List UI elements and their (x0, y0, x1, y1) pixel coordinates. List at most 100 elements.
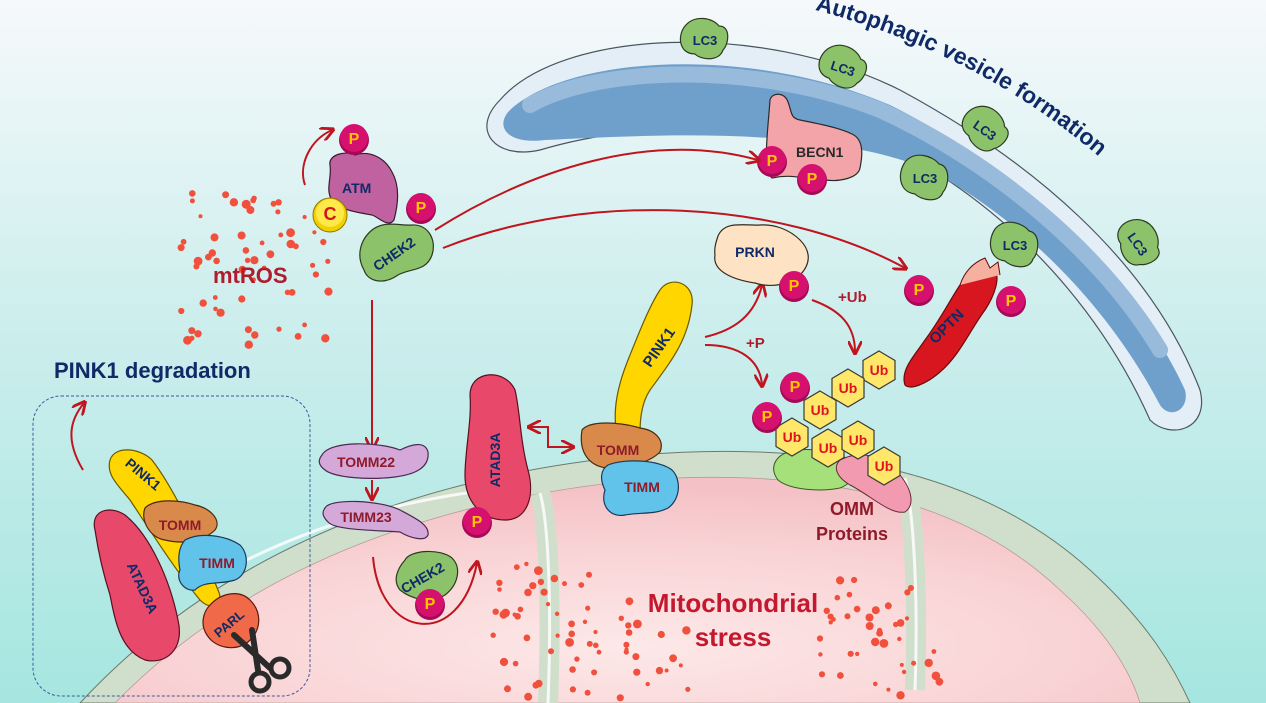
ros-particle (569, 666, 576, 673)
ros-particle (586, 571, 592, 578)
ros-particle (669, 654, 677, 663)
ros-particle (596, 649, 602, 655)
ros-particle (178, 307, 185, 315)
ubiquitin: Ub (811, 428, 845, 468)
atad3a-complex: ATAD3A P (462, 374, 572, 538)
ubiquitin: Ub (803, 390, 837, 430)
interaction-arrow (530, 427, 572, 447)
ros-particle (250, 256, 259, 265)
ros-particle (320, 238, 327, 246)
ros-particle (568, 620, 575, 628)
ros-particle (897, 636, 902, 642)
ros-particle (633, 619, 642, 629)
arrow-chek2-to-optn (442, 209, 905, 268)
ros-particle (302, 322, 307, 328)
ros-particle (284, 289, 291, 295)
ub-phospho-sites: P P (752, 372, 810, 433)
ros-particle (278, 232, 284, 238)
ros-particle (924, 658, 933, 668)
ubiquitin: Ub (831, 368, 865, 408)
ubiquitin-label: Ub (870, 362, 889, 378)
ros-particle (276, 326, 282, 332)
ubiquitin-label: Ub (811, 402, 830, 418)
ros-particle (555, 633, 560, 638)
phospho-site: P (904, 275, 934, 306)
ros-particle (876, 629, 883, 637)
ros-particle (871, 637, 880, 647)
svg-text:P: P (789, 278, 800, 295)
ros-particle (534, 566, 543, 575)
ros-particle (818, 652, 823, 657)
tomm-label: TOMM (159, 517, 202, 533)
lc3-label: LC3 (829, 58, 857, 80)
ros-particle (853, 605, 861, 613)
ros-particle (899, 662, 904, 667)
ros-particle (548, 648, 554, 655)
ros-particle (244, 257, 251, 263)
ros-particle (208, 249, 216, 257)
ros-particle (286, 228, 295, 238)
mtros-label: mtROS (213, 263, 288, 288)
ros-particle (655, 666, 664, 675)
ros-particle (901, 669, 907, 675)
ros-particle (586, 640, 593, 647)
cysteine-label: C (324, 204, 337, 224)
ubiquitin: Ub (867, 446, 901, 486)
ros-particle (632, 653, 640, 661)
ros-particle (199, 299, 207, 307)
ros-particle (198, 214, 203, 219)
arrow-pink1-to-ub (704, 344, 762, 385)
lc3-protein: LC3 (1117, 218, 1160, 266)
phospho-site: P (797, 164, 827, 195)
ros-particle (678, 663, 683, 668)
ros-particle (633, 668, 641, 676)
ros-particle (657, 630, 665, 639)
ros-particle (275, 209, 281, 215)
atm-label: ATM (342, 180, 371, 196)
phosphorylation-cycle-arrow (372, 556, 477, 625)
ros-particle (177, 244, 185, 252)
tomm22-timm23-complex: TOMM22 TIMM23 (318, 443, 429, 540)
ros-particle (501, 608, 510, 618)
ros-particle (312, 230, 317, 235)
ros-particle (180, 238, 187, 245)
ros-particle (836, 576, 845, 585)
ubiquitin-label: Ub (783, 429, 802, 445)
ros-particle (496, 579, 503, 586)
ros-particle (851, 576, 858, 584)
ros-particle (189, 190, 196, 197)
ros-particle (584, 689, 591, 696)
ros-particle (213, 257, 220, 265)
ros-particle (625, 629, 633, 636)
ubiquitin-label: Ub (875, 458, 894, 474)
plus-ub-label: +Ub (838, 289, 867, 306)
ros-particle (242, 247, 250, 254)
ros-particle (844, 613, 851, 620)
pink1-degradation-box (32, 395, 311, 697)
svg-text:P: P (790, 379, 801, 396)
phospho-site: P (779, 271, 809, 302)
ros-particle (685, 686, 691, 692)
lc3-protein: LC3 (961, 105, 1009, 152)
ros-particle (229, 198, 239, 207)
ros-particle (321, 334, 330, 343)
pink1-degradation-title: PINK1 degradation (54, 358, 251, 383)
ros-particle (855, 651, 860, 657)
ros-particle (259, 240, 265, 246)
arrow-chek2-to-becn1 (434, 148, 758, 231)
ros-particle (904, 589, 911, 596)
ros-particle (246, 206, 255, 214)
ros-particle (624, 647, 629, 652)
ros-particle (896, 619, 905, 627)
ros-particle (585, 605, 591, 611)
lc3-protein: LC3 (818, 44, 868, 89)
ros-particle (834, 594, 841, 601)
ros-particle (513, 564, 520, 570)
ros-particle (532, 681, 540, 689)
ros-particle (250, 197, 257, 204)
ros-particle (865, 613, 874, 622)
omm-label: OMM (830, 499, 874, 519)
ros-particle (251, 277, 256, 283)
plus-p-label: +P (746, 335, 765, 352)
ros-particle (591, 669, 598, 676)
